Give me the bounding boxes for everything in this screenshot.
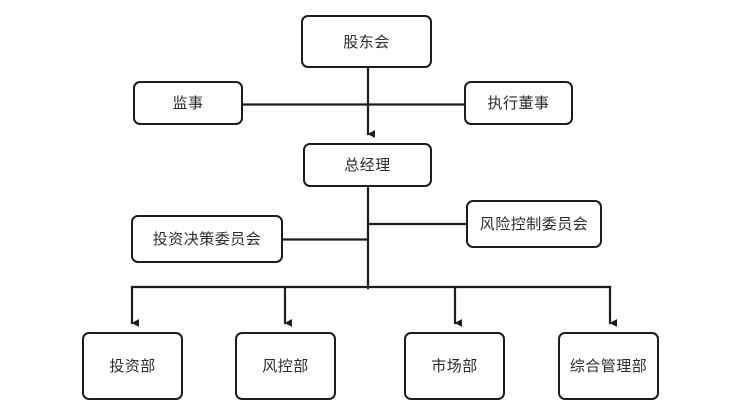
node-risk-control-department[interactable]: 风控部	[235, 332, 336, 400]
node-label-risk-control-department: 风控部	[262, 357, 309, 375]
node-label-supervisor: 监事	[172, 94, 204, 112]
node-investment-department[interactable]: 投资部	[82, 332, 183, 400]
node-label-risk-control-committee: 风险控制委员会	[479, 215, 589, 233]
node-risk-control-committee[interactable]: 风险控制委员会	[466, 200, 602, 248]
node-label-general-administration-department: 综合管理部	[569, 357, 648, 375]
node-label-executive-director: 执行董事	[487, 94, 550, 112]
node-supervisor[interactable]: 监事	[133, 81, 243, 125]
node-executive-director[interactable]: 执行董事	[464, 81, 573, 125]
node-label-general-manager: 总经理	[344, 156, 391, 174]
node-general-administration-department[interactable]: 综合管理部	[558, 332, 659, 400]
node-marketing-department[interactable]: 市场部	[404, 332, 505, 400]
node-shareholders[interactable]: 股东会	[301, 15, 432, 68]
node-label-shareholders: 股东会	[343, 32, 390, 51]
node-investment-decision-committee[interactable]: 投资决策委员会	[131, 215, 283, 263]
node-label-investment-decision-committee: 投资决策委员会	[152, 230, 262, 248]
node-general-manager[interactable]: 总经理	[303, 143, 432, 187]
node-label-investment-department: 投资部	[109, 357, 156, 375]
node-label-marketing-department: 市场部	[431, 357, 478, 375]
